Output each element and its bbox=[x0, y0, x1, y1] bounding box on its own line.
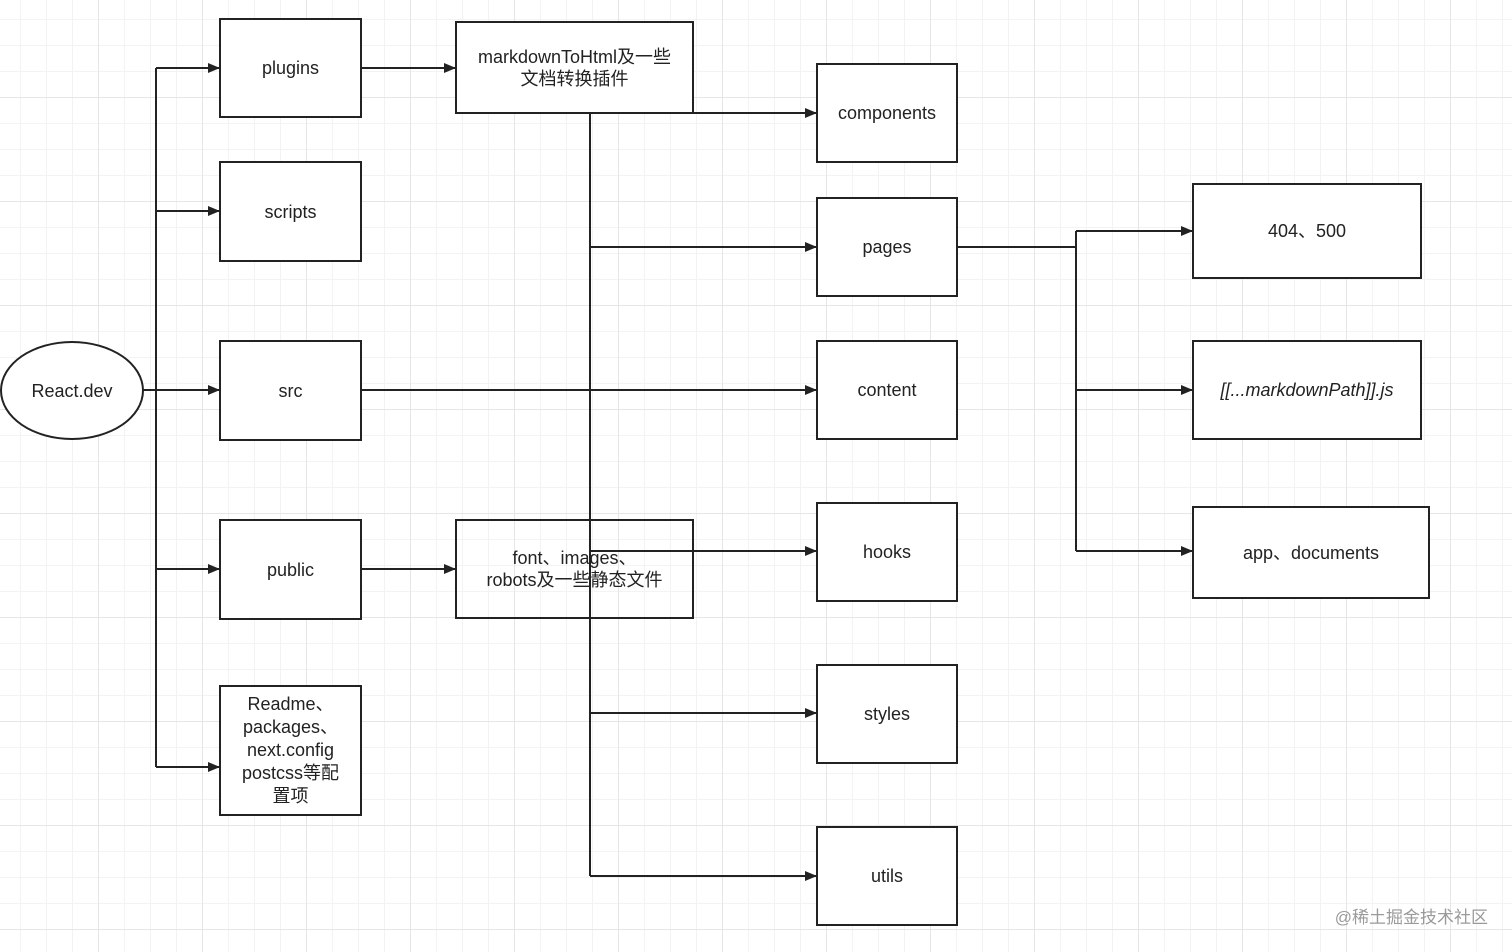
node-public: public bbox=[219, 519, 362, 620]
node-markdown-path: [[...markdownPath]].js bbox=[1192, 340, 1422, 440]
node-utils: utils bbox=[816, 826, 958, 926]
node-static-files: font、images、 robots及一些静态文件 bbox=[455, 519, 694, 619]
node-config: Readme、 packages、 next.config postcss等配 … bbox=[219, 685, 362, 816]
node-markdown-plugins: markdownToHtml及一些 文档转换插件 bbox=[455, 21, 694, 114]
node-styles: styles bbox=[816, 664, 958, 764]
node-scripts: scripts bbox=[219, 161, 362, 262]
node-content: content bbox=[816, 340, 958, 440]
node-error-pages: 404、500 bbox=[1192, 183, 1422, 279]
node-components: components bbox=[816, 63, 958, 163]
node-src: src bbox=[219, 340, 362, 441]
node-pages: pages bbox=[816, 197, 958, 297]
watermark-text: @稀土掘金技术社区 bbox=[1334, 908, 1488, 927]
node-plugins: plugins bbox=[219, 18, 362, 118]
node-hooks: hooks bbox=[816, 502, 958, 602]
node-app-documents: app、documents bbox=[1192, 506, 1430, 599]
node-react-dev: React.dev bbox=[0, 341, 144, 440]
